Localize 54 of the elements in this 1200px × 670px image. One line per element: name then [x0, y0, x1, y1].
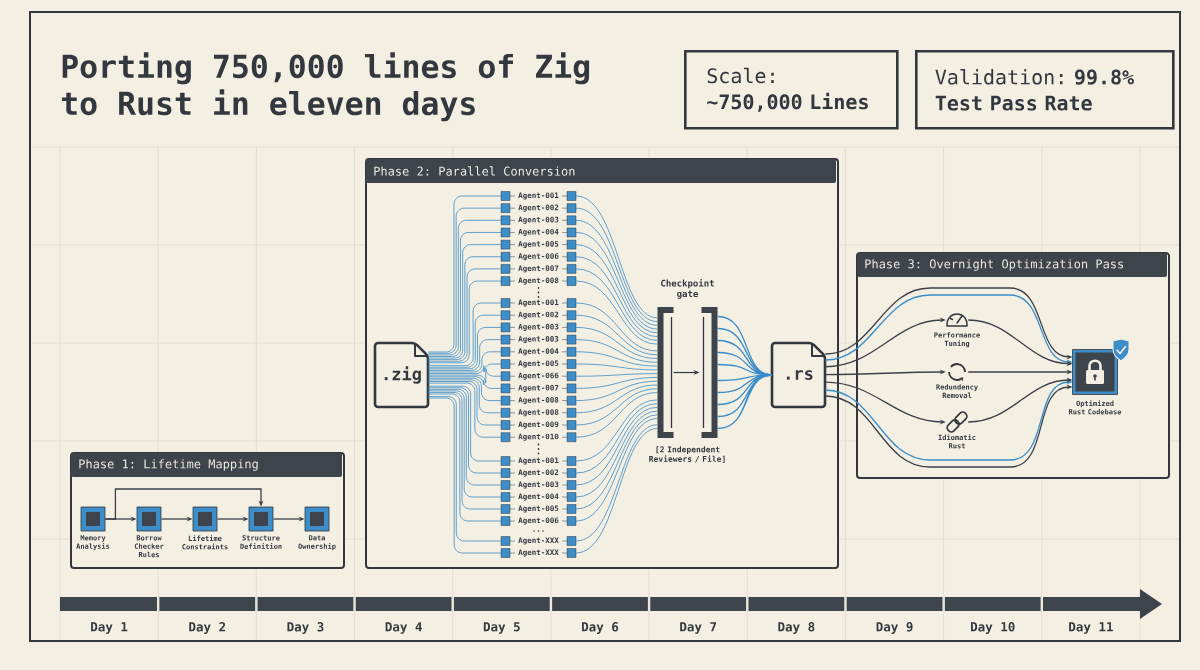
connector-line — [575, 280, 658, 345]
connector-line — [427, 382, 502, 438]
connector-line — [575, 363, 658, 371]
connector-line — [427, 379, 502, 414]
day-label: Day 9 — [876, 622, 913, 634]
connector-line — [427, 302, 502, 367]
day-label: Day 1 — [91, 622, 128, 634]
connector-line — [575, 268, 658, 341]
connector-line — [575, 403, 658, 474]
connector-line — [575, 327, 658, 359]
title: Porting 750,000 lines of Zig to Rust in eleven days — [61, 52, 590, 122]
connector-line — [575, 377, 658, 389]
connector-line — [575, 399, 658, 462]
connector-line — [575, 388, 658, 426]
day-label: Day 10 — [971, 622, 1015, 634]
connector-line — [575, 380, 658, 401]
connector-line — [427, 339, 502, 371]
day-label: Day 4 — [385, 622, 422, 634]
connector-line — [575, 407, 658, 486]
connector-line — [427, 385, 502, 462]
arrow — [104, 488, 264, 520]
gate-caption: [2 Independent Reviewers / File] — [649, 446, 725, 463]
connector-line — [575, 244, 658, 334]
day-label: Day 5 — [483, 622, 520, 634]
day-label: Day 2 — [189, 622, 226, 634]
day-label: Day 7 — [680, 622, 717, 634]
stat-box: Scale: ~750,000 Lines — [684, 50, 899, 130]
connector-line — [575, 339, 658, 363]
connector-line — [575, 256, 658, 338]
connector-line — [427, 314, 502, 368]
connector-line — [427, 367, 502, 384]
arrow — [717, 315, 773, 430]
connector-line — [575, 410, 658, 498]
stat-box: Validation: 99.8% Test Pass Rate — [915, 50, 1175, 130]
connector-line — [427, 377, 502, 401]
connector-line — [427, 376, 502, 389]
day-label: Day 3 — [287, 622, 324, 634]
day-label: Day 6 — [582, 622, 619, 634]
connector-line — [427, 351, 502, 373]
gate-label: Checkpoint gate — [661, 279, 714, 299]
connector-line — [427, 327, 502, 370]
connector-line — [427, 363, 502, 374]
connector-line — [575, 351, 658, 367]
connector-line — [575, 232, 658, 330]
day-label: Day 11 — [1069, 622, 1113, 634]
connector-line — [575, 314, 658, 356]
connector-line — [427, 381, 502, 426]
connector-line — [575, 373, 658, 377]
connector-line — [575, 384, 658, 414]
connector-line — [575, 302, 658, 352]
day-label: Day 8 — [778, 622, 815, 634]
connector-line — [575, 392, 658, 438]
file-document: .zig — [373, 341, 430, 409]
file-document: .rs — [770, 341, 827, 409]
